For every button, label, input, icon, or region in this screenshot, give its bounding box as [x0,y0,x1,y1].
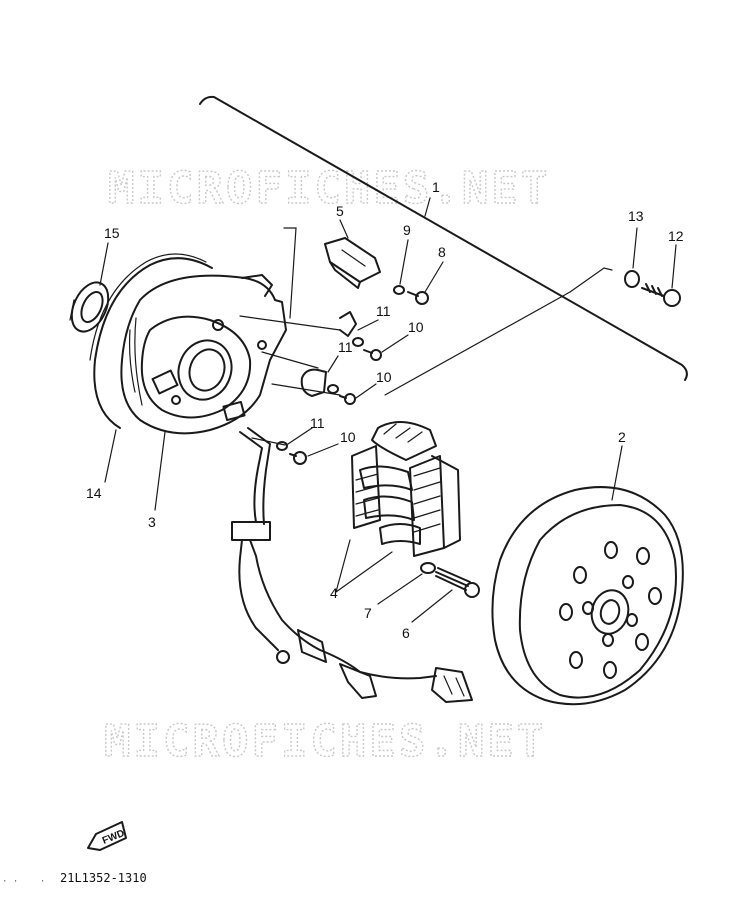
oil-seal [69,281,110,333]
washer-7 [420,562,436,574]
callout-10-middle: 10 [376,369,392,385]
fwd-arrow: FWD [87,821,127,851]
callout-3: 3 [148,514,156,530]
callout-7: 7 [364,605,372,621]
leader-10a [381,334,409,353]
callout-15: 15 [104,225,120,241]
callout-14: 14 [86,485,102,501]
cable-clamp [339,311,357,337]
wiring-harness [231,427,473,703]
bolt-6 [435,567,480,598]
callout-13: 13 [628,208,644,224]
washer-11 [352,337,364,347]
leader-12 [671,244,677,289]
leader-8 [424,261,444,293]
pickup-coil [324,237,381,289]
leader-2 [611,445,623,501]
connector-line-d [251,437,286,446]
leader-11c [287,427,313,445]
leader-13 [632,227,638,269]
washer-11b [327,384,339,394]
screw-10b [339,393,356,405]
connector-line-c [271,383,341,396]
leader-5 [339,219,349,239]
connector-line-a [239,315,341,331]
screw-10a [363,349,382,361]
callout-12: 12 [668,228,684,244]
leader-11b [327,355,339,373]
leader-9 [399,239,409,285]
screw-10c [289,451,307,465]
assembly-sub-bracket [283,227,297,319]
assembly-branch-line-2 [384,291,571,396]
connector-line-b [261,351,319,369]
leader-15 [99,242,109,286]
callout-10-upper: 10 [408,319,424,335]
leader-11a [357,319,379,331]
part-code: 21L1352-1310 [60,871,147,885]
callout-5: 5 [336,203,344,219]
stator-base-plate [120,274,287,435]
watermark-top: MICROFICHES.NET [108,163,550,214]
callout-11-middle: 11 [338,339,353,355]
washer-9 [393,285,405,295]
flywheel-rotor [491,486,684,706]
callout-6: 6 [402,625,410,641]
leader-7 [377,573,423,605]
leader-3 [154,431,166,511]
stator-coils [351,421,461,557]
bolt-12 [641,283,681,307]
leader-14 [104,429,117,483]
callout-8: 8 [438,244,446,260]
leader-6 [411,589,453,623]
callout-1: 1 [432,179,440,195]
washer-11c [276,441,288,451]
screw-8 [407,291,429,305]
watermark-bottom: MICROFICHES.NET [104,716,546,767]
corner-scan-noise: · · · [2,877,45,887]
callout-11-upper: 11 [376,303,391,319]
callout-9: 9 [403,222,411,238]
leader-1 [424,197,431,217]
leader-10b [355,383,377,399]
assembly-branch-line [569,267,613,293]
callout-11-lower: 11 [310,415,325,431]
leader-4 [335,539,393,593]
gasket [89,253,213,429]
callout-10-lower: 10 [340,429,356,445]
assembly-bracket-line [199,95,688,381]
leader-10c [307,443,339,457]
washer-13 [624,270,640,288]
callout-4: 4 [330,585,338,601]
callout-2: 2 [618,429,626,445]
wire-clip [300,368,327,397]
